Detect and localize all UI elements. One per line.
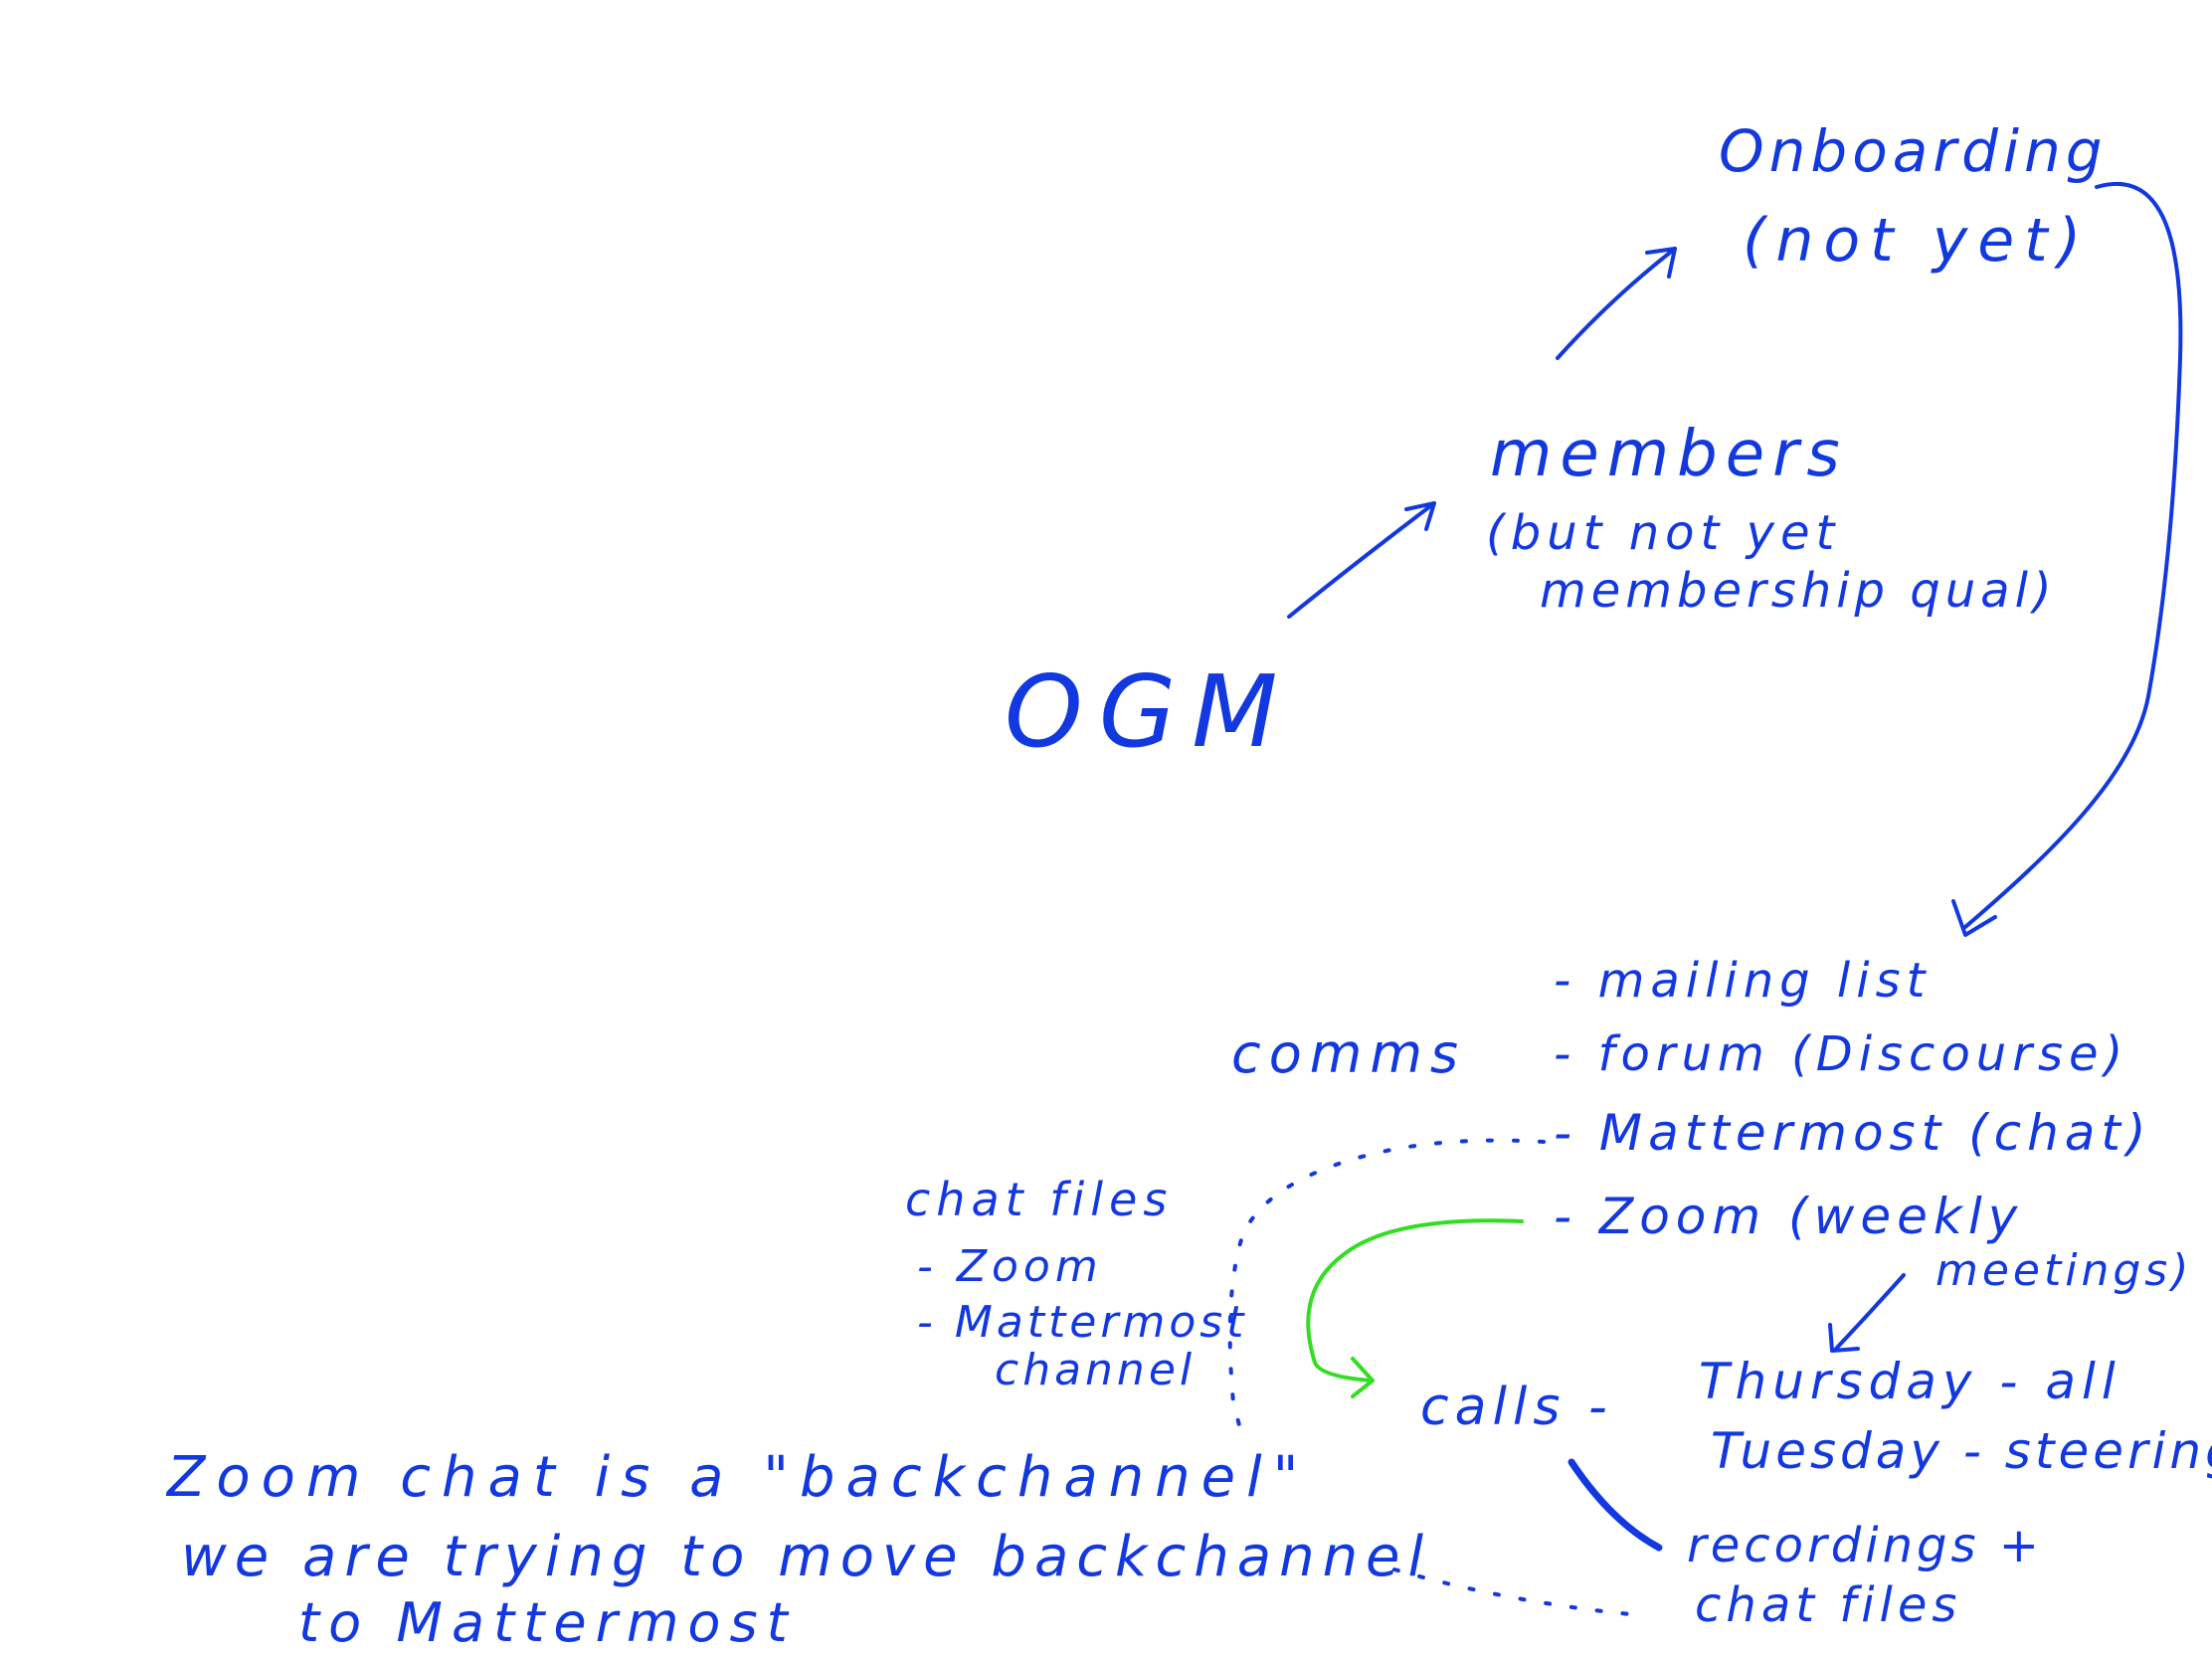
- recordings-chat-files: chat files: [1695, 1577, 1961, 1633]
- chat-files-item-channel: channel: [995, 1345, 1196, 1395]
- chat-files-item-zoom: - Zoom: [917, 1241, 1103, 1292]
- arrow-calls-to-recordings: [1567, 1458, 1663, 1552]
- recordings-label: recordings +: [1687, 1518, 2043, 1573]
- note-line2: we are trying to move backchannel: [181, 1525, 1431, 1589]
- comms-item-mailing-list: - mailing list: [1554, 953, 1931, 1009]
- dotted-note-to-recordings: [1392, 1567, 1643, 1617]
- members-note-line1: (but not yet: [1486, 505, 1840, 561]
- zoom-meetings-continued: meetings): [1936, 1245, 2192, 1296]
- arrow-zoom-to-calls-head: [1828, 1323, 1860, 1353]
- arrow-ogm-to-members-head: [1404, 501, 1436, 531]
- green-arrow-zoom-to-calls-head: [1351, 1357, 1375, 1398]
- members-label: members: [1490, 418, 1848, 491]
- note-line1: Zoom chat is a "backchannel": [165, 1445, 1309, 1510]
- arrow-onboarding-to-comms-head: [1951, 899, 1997, 937]
- arrow-zoom-to-calls: [1834, 1273, 1906, 1351]
- onboarding-note: (not yet): [1743, 206, 2091, 276]
- calls-item-thursday: Thursday - all: [1699, 1353, 2121, 1410]
- chat-files-item-mattermost: - Mattermost: [917, 1297, 1247, 1348]
- ogm-label: OGM: [1005, 653, 1293, 770]
- note-line3: to Mattermost: [298, 1591, 797, 1654]
- arrow-members-to-onboarding: [1556, 247, 1677, 360]
- comms-item-forum: - forum (Discourse): [1554, 1026, 2128, 1082]
- arrow-members-to-onboarding-head: [1645, 247, 1677, 278]
- dotted-mattermost-to-chat-files: [1227, 1138, 1546, 1444]
- chat-files-title: chat files: [905, 1173, 1173, 1226]
- comms-item-mattermost: - Mattermost (chat): [1554, 1104, 2152, 1162]
- members-note-line2: membership qual): [1540, 563, 2057, 619]
- calls-item-tuesday: Tuesday - steering: [1711, 1422, 2212, 1480]
- arrow-onboarding-to-comms: [1963, 181, 2183, 929]
- comms-item-zoom: - Zoom (weekly: [1554, 1188, 2023, 1245]
- onboarding-label: Onboarding: [1719, 117, 2108, 185]
- comms-label: comms: [1231, 1022, 1466, 1085]
- green-arrow-zoom-to-calls: [1306, 1218, 1524, 1382]
- arrow-ogm-to-members: [1287, 501, 1436, 619]
- calls-label: calls -: [1420, 1378, 1613, 1437]
